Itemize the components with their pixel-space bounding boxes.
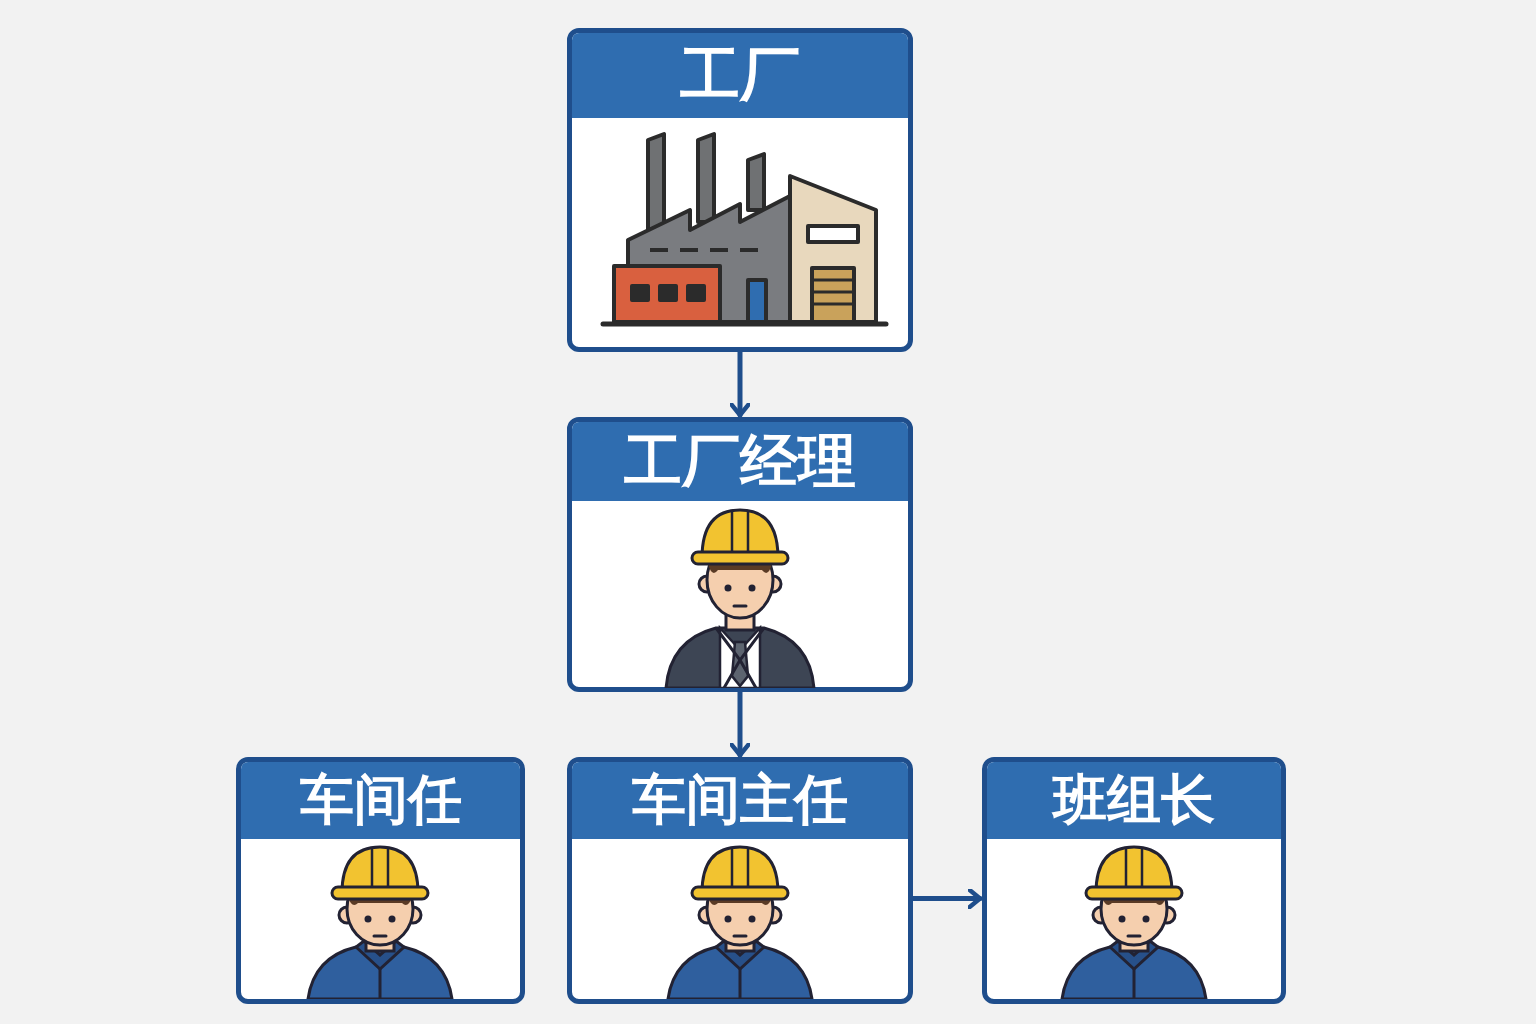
flow-arrow	[913, 896, 980, 901]
worker-icon	[1062, 847, 1206, 999]
box-header: 工厂	[572, 33, 908, 118]
box-title: 工厂经理	[624, 423, 856, 501]
org-box: 工厂经理	[567, 417, 913, 692]
box-header: 工厂经理	[572, 422, 908, 501]
org-box: 班组长	[982, 757, 1286, 1004]
box-header: 班组长	[987, 762, 1281, 839]
org-box: 车间主任	[567, 757, 913, 1004]
worker-icon	[668, 847, 812, 999]
manager-icon	[666, 510, 814, 688]
flow-arrow	[738, 352, 743, 415]
org-box: 工厂	[567, 28, 913, 352]
flow-arrow	[738, 692, 743, 755]
worker-icon	[308, 847, 452, 999]
org-box: 车间任	[236, 757, 525, 1004]
factory-icon	[603, 134, 886, 324]
box-header: 车间任	[241, 762, 520, 839]
box-header: 车间主任	[572, 762, 908, 839]
box-title: 车间任	[300, 764, 462, 837]
box-title: 工厂	[680, 35, 800, 116]
box-title: 车间主任	[632, 764, 848, 837]
box-title: 班组长	[1053, 764, 1215, 837]
